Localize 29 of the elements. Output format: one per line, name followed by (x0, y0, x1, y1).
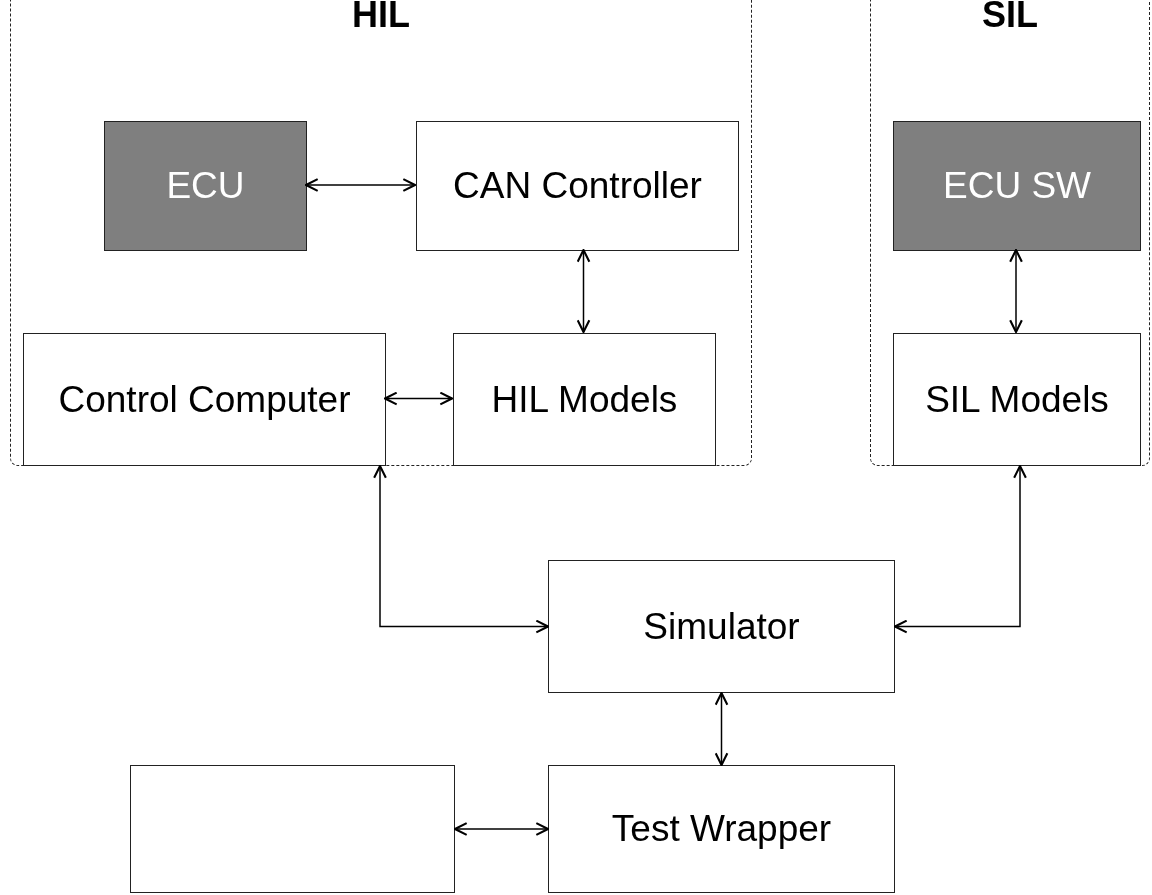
double-arrow (893, 464, 1027, 634)
process-box (548, 560, 895, 693)
double-arrow (576, 248, 591, 334)
double-arrow (304, 178, 417, 192)
double-arrow (373, 464, 550, 634)
process-box (453, 333, 716, 466)
process-box (893, 121, 1141, 251)
box-label: SIL Models (925, 378, 1109, 421)
process-box (893, 333, 1141, 466)
box-label: ECU (166, 165, 245, 207)
group-title: SIL (981, 0, 1039, 35)
box-label: Simulator (643, 605, 800, 648)
process-box (104, 121, 307, 251)
box-label: HIL Models (491, 378, 678, 421)
group-boundary (870, 0, 1150, 466)
box-label: Control Computer (58, 378, 351, 421)
double-arrow (453, 822, 550, 836)
group-title: HIL (351, 0, 411, 35)
empty-box (130, 765, 455, 893)
group-boundary (10, 0, 752, 466)
double-arrow (714, 691, 729, 767)
double-arrow (1009, 248, 1023, 334)
process-box (23, 333, 386, 466)
process-box (416, 121, 739, 251)
box-label: Test Wrapper (611, 808, 832, 850)
process-box (548, 765, 895, 893)
double-arrow (383, 391, 454, 406)
box-label: ECU SW (943, 165, 1091, 207)
box-label: CAN Controller (453, 165, 702, 207)
